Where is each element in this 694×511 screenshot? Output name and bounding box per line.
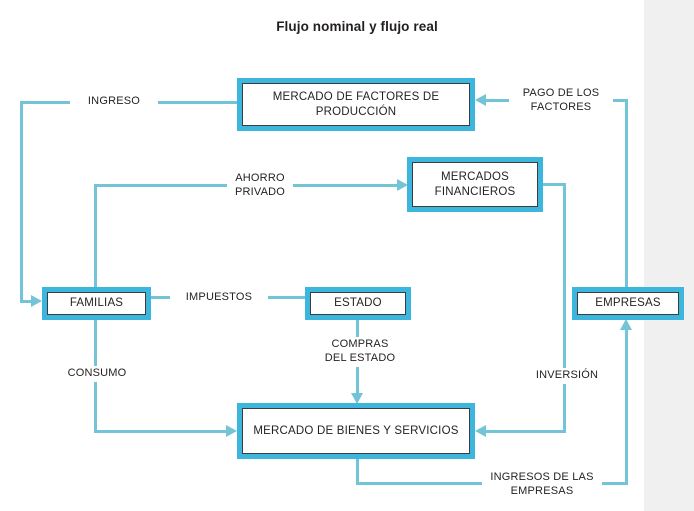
diagram-title: Flujo nominal y flujo real	[276, 19, 438, 34]
node-estado: ESTADO	[305, 287, 411, 320]
edge-label-pago-factores: PAGO DE LOS FACTORES	[509, 86, 613, 116]
arrowhead-pago-into-factores	[475, 94, 486, 106]
arrowhead-compras-into-bienes	[351, 393, 363, 404]
side-panel	[644, 0, 694, 511]
node-empresas: EMPRESAS	[572, 287, 684, 320]
edge-label-compras-estado: COMPRAS DEL ESTADO	[317, 337, 403, 367]
node-mercado-factores: MERCADO DE FACTORES DE PRODUCCIÓN	[237, 78, 475, 131]
connector-pago-factores-vertical	[625, 99, 628, 287]
connector-ahorro-vertical	[94, 184, 97, 287]
arrowhead-consumo-into-bienes	[226, 425, 237, 437]
arrowhead-inversion-into-bienes	[475, 425, 486, 437]
connector-inversion-approach	[486, 430, 566, 433]
edge-label-ingreso: INGRESO	[70, 94, 158, 110]
connector-inversion-out	[541, 183, 566, 186]
edge-label-inversion: INVERSIÓN	[524, 368, 610, 384]
connector-ingresos-up	[625, 329, 628, 485]
edge-label-ingresos-empresas: INGRESOS DE LAS EMPRESAS	[482, 470, 602, 500]
connector-inversion-vertical	[563, 183, 566, 433]
node-mercados-financieros: MERCADOS FINANCIEROS	[407, 157, 543, 212]
node-mercado-bienes: MERCADO DE BIENES Y SERVICIOS	[237, 403, 475, 459]
edge-label-consumo: CONSUMO	[57, 366, 137, 382]
arrowhead-ahorro-into-financieros	[397, 179, 408, 191]
connector-ingresos-down	[356, 458, 359, 485]
edge-label-ahorro-privado: AHORRO PRIVADO	[227, 171, 293, 201]
connector-consumo-horizontal	[94, 430, 227, 433]
node-familias: FAMILIAS	[42, 287, 151, 320]
connector-ingreso-approach	[20, 300, 34, 303]
arrowhead-ingreso-into-familias	[31, 295, 42, 307]
edge-label-impuestos: IMPUESTOS	[170, 290, 268, 306]
arrowhead-ingresos-into-empresas	[620, 319, 632, 330]
connector-ingreso-vertical	[20, 101, 23, 303]
